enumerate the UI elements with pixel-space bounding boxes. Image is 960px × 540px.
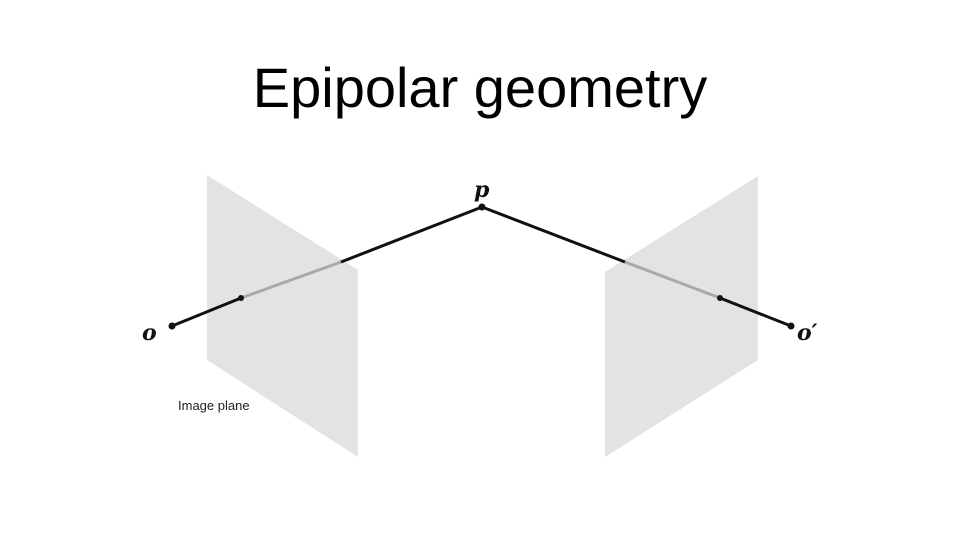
label-o-prime: o′ — [797, 320, 818, 346]
point-p — [478, 203, 486, 211]
image-plane-label: Image plane — [178, 398, 250, 413]
right-ray-segment-behind-plane — [624, 260, 721, 300]
left-ray-segment-outside — [171, 296, 242, 328]
point-o — [168, 322, 176, 330]
left-image-point — [238, 295, 244, 301]
slide-title: Epipolar geometry — [252, 56, 708, 119]
right-ray-segment-outside — [719, 296, 792, 328]
left-ray-segment-behind-plane — [240, 260, 342, 300]
left-image-plane — [207, 175, 358, 457]
label-p: p — [474, 177, 490, 203]
label-o: o — [142, 320, 157, 346]
point-o-prime — [787, 322, 795, 330]
right-ray-segment-from-p — [481, 205, 626, 264]
right-image-point — [717, 295, 723, 301]
right-image-plane — [605, 176, 758, 457]
left-ray-segment-to-p — [340, 205, 483, 264]
